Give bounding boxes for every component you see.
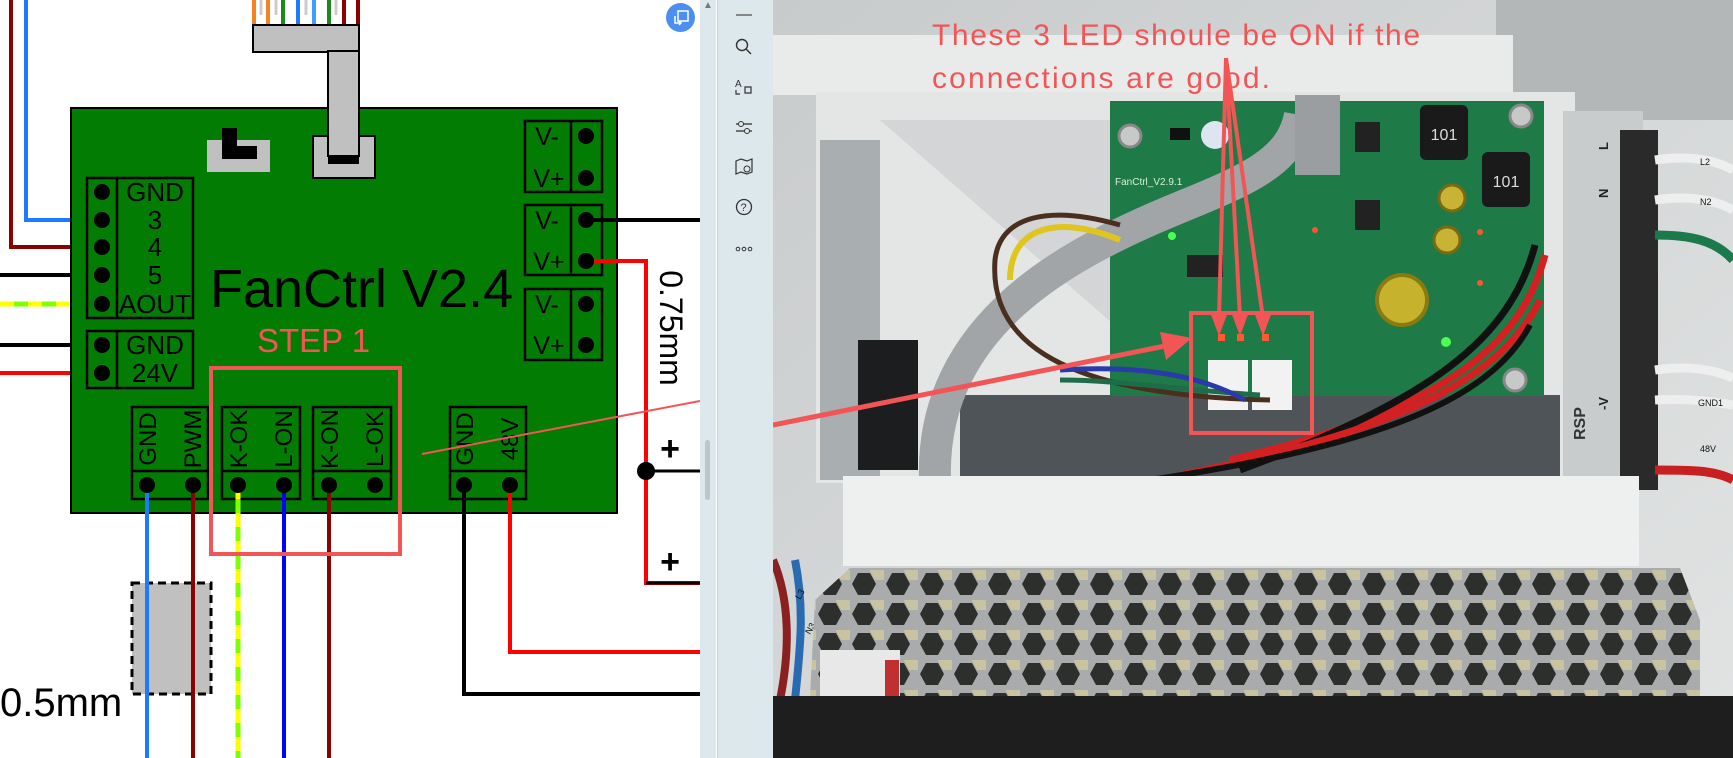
annotation-pointer-line xyxy=(421,400,700,455)
inductor-label: 101 xyxy=(1493,174,1520,191)
wire-red-48v xyxy=(508,485,700,654)
search-icon[interactable] xyxy=(732,35,756,59)
help-icon[interactable]: ? xyxy=(732,195,756,219)
v-plus-label: V+ xyxy=(533,332,564,360)
svg-text:?: ? xyxy=(741,202,747,214)
wiring-diagram: GND 3 4 5 AOUT GND 24V V- V+ V- V+ V- V+… xyxy=(0,0,700,758)
output-block-2: V- V+ xyxy=(523,203,604,277)
v-plus-label: V+ xyxy=(533,248,564,276)
pin-label-gnd: GND xyxy=(126,177,184,207)
ribbon-header xyxy=(252,24,360,53)
bottom-terminal-blocks xyxy=(130,405,528,501)
adjust-icon[interactable] xyxy=(732,115,756,139)
terminal-label-v-minus: -V xyxy=(1596,397,1611,410)
pcb-label: FanCtrl_V2.9.1 xyxy=(1115,177,1183,188)
terminal-label-l: L xyxy=(1596,142,1611,150)
wire-gauge-left: 0.5mm xyxy=(0,681,122,725)
v-minus-label: V- xyxy=(535,291,559,319)
annotation-text-line2: connections are good. xyxy=(932,62,1270,95)
wire-tag: 48V xyxy=(1700,444,1716,454)
pin-label-gnd-power: GND xyxy=(126,330,184,360)
led-arrows xyxy=(1210,57,1272,336)
scrollbar[interactable]: ▲ xyxy=(700,0,716,758)
pin-label-l-on: L-ON xyxy=(271,410,298,467)
psu-label: RSP xyxy=(1572,407,1589,440)
inductor-label: 101 xyxy=(1431,127,1458,144)
cable-tray xyxy=(843,476,1639,566)
board-title: FanCtrl V2.4 xyxy=(210,259,513,319)
switch-lever xyxy=(222,128,257,159)
pin-label-pwm: PWM xyxy=(180,410,207,469)
wire-tag: L2 xyxy=(1700,157,1710,167)
wire-black-gnd48 xyxy=(462,485,700,696)
annotation-text-line1: These 3 LED shoule be ON if the xyxy=(932,19,1420,52)
pin-label-5: 5 xyxy=(148,260,162,290)
pin-label-gnd-48v: GND xyxy=(452,412,479,465)
terminal-strip xyxy=(1620,130,1658,490)
convert-to-word-button[interactable] xyxy=(666,3,695,32)
power-supply-mesh xyxy=(810,568,1700,696)
bottom-black-bar xyxy=(773,696,1733,758)
more-icon[interactable] xyxy=(732,237,756,261)
translate-icon[interactable]: A xyxy=(732,75,756,99)
output-block-3: V- V+ xyxy=(523,287,604,362)
annotation-pointer-arrow xyxy=(773,342,1171,428)
scroll-up-icon[interactable]: ▲ xyxy=(703,0,713,11)
bottom-pins xyxy=(139,477,518,493)
plus-sign: + xyxy=(660,543,680,581)
ribbon-wires xyxy=(252,0,360,25)
wire-tag: GND1 xyxy=(1698,398,1723,408)
step1-highlight-box xyxy=(209,366,402,556)
output-block-1: V- V+ xyxy=(523,119,604,194)
side-toolbar: A ? xyxy=(717,0,774,758)
convert-icon xyxy=(673,9,689,26)
arrow-head xyxy=(1160,332,1192,360)
pin-label-l-ok: L-OK xyxy=(362,411,389,467)
wire-sleeve xyxy=(130,581,213,696)
pin-label-k-on: K-ON xyxy=(317,409,344,469)
terminal-label-n: N xyxy=(1596,189,1611,198)
wire-gauge-right: 0.75mm xyxy=(653,270,689,386)
ribbon-plug xyxy=(328,156,359,164)
v-minus-label: V- xyxy=(535,123,559,151)
terminal-block-power xyxy=(85,329,195,390)
wire-tag: L3 xyxy=(793,587,807,601)
pin-label-aout: AOUT xyxy=(119,289,191,319)
ribbon-cable xyxy=(327,50,360,157)
scrollbar-thumb[interactable] xyxy=(705,440,710,500)
pin-label-gnd-pwm: GND xyxy=(135,412,162,465)
minimize-icon[interactable] xyxy=(732,3,756,27)
led-highlight-box xyxy=(1189,311,1314,435)
plus-sign: + xyxy=(660,430,680,468)
pin-label-3: 3 xyxy=(148,205,162,235)
junction-dot xyxy=(637,462,655,480)
inductor xyxy=(1420,105,1468,160)
wire-tag: N2 xyxy=(1700,197,1712,207)
annotation: These 3 LED shoule be ON if the connecti… xyxy=(932,19,1420,95)
hardware-photo: FanCtrl_V2.9.1 101 101 RSP L N -V L2 N2 … xyxy=(773,0,1733,758)
pin-label-4: 4 xyxy=(148,232,162,262)
gray-cable xyxy=(918,111,1316,481)
pin-label-24v: 24V xyxy=(132,358,179,388)
read-mode-icon[interactable] xyxy=(732,155,756,179)
inductor xyxy=(1482,152,1530,207)
pin-label-k-ok: K-OK xyxy=(226,410,253,469)
terminal-block-signal xyxy=(85,176,195,320)
svg-text:A: A xyxy=(735,79,742,90)
v-plus-label: V+ xyxy=(533,165,564,193)
status-leds xyxy=(1218,334,1269,341)
step-label: STEP 1 xyxy=(257,322,370,359)
signal-pins xyxy=(94,184,110,312)
v-minus-label: V- xyxy=(535,207,559,235)
